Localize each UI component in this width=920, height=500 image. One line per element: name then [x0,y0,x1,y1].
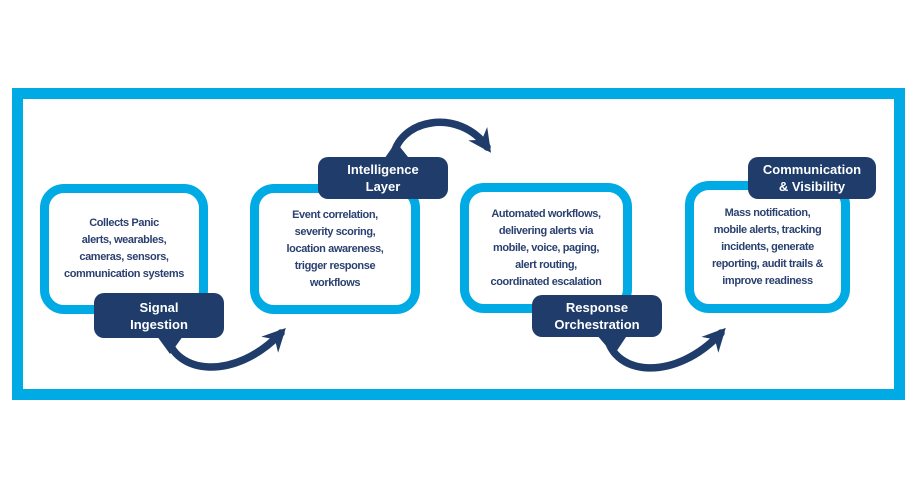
stage-body-text: Event correlation, severity scoring, loc… [286,208,384,289]
stage-body-text: Collects Panic alerts, wearables, camera… [64,217,184,280]
stage-panel-response-orchestration: Automated workflows, delivering alerts v… [460,183,632,313]
stage-body-text: Automated workflows, delivering alerts v… [490,207,602,288]
stage-label-intelligence-layer: Intelligence Layer [318,157,448,199]
stage-label-communication-visibility: Communication & Visibility [748,157,876,199]
outer-border-frame [12,88,905,400]
stage-panel-communication-visibility: Mass notification, mobile alerts, tracki… [685,181,850,313]
stage-label-signal-ingestion: Signal Ingestion [94,293,224,338]
stage-label-response-orchestration: Response Orchestration [532,295,662,337]
stage-panel-intelligence-layer: Event correlation, severity scoring, loc… [250,184,420,314]
stage-body-text: Mass notification, mobile alerts, tracki… [711,206,823,287]
